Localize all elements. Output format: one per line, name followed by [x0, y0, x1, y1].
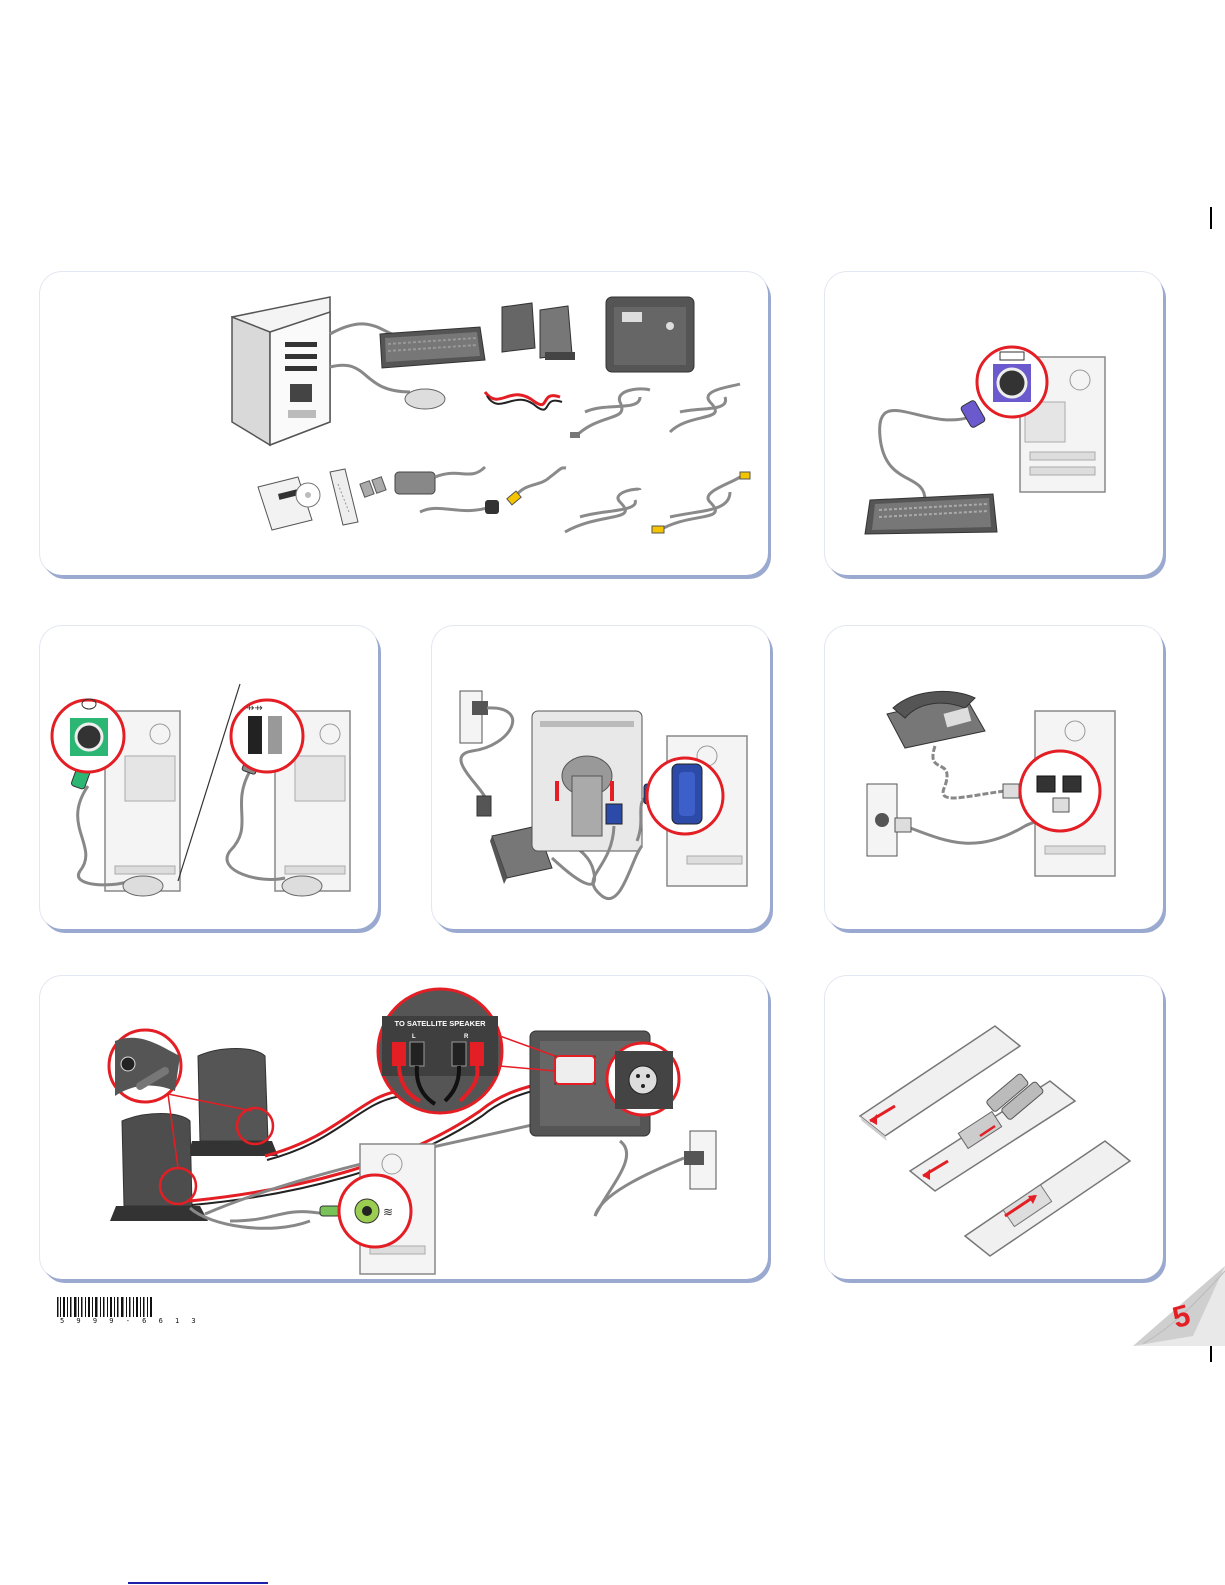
mouse-port-zoom-circle — [52, 699, 124, 772]
wall-jack-icon — [867, 784, 897, 856]
barcode — [57, 1297, 152, 1317]
satellite-speaker-label: TO SATELLITE SPEAKER — [395, 1019, 487, 1028]
panel-speakers: ≋ TO SATELLITE SPEAKER L R — [40, 976, 768, 1279]
panel-remote — [825, 976, 1163, 1279]
satellite-connector-zoom-circle: TO SATELLITE SPEAKER L R — [378, 989, 502, 1113]
pc-tower-icon — [232, 297, 330, 445]
ir-receiver-icon — [395, 467, 499, 514]
remote-closed-icon — [965, 1141, 1130, 1256]
barcode-number: 5 9 9 9 - 6 6 1 3 — [60, 1317, 200, 1325]
audio-cable-icon — [570, 389, 650, 438]
audio-out-zoom-circle: ≋ — [339, 1175, 411, 1247]
batteries-icon — [360, 477, 386, 498]
wall-outlet-icon — [684, 1131, 716, 1189]
speaker-input-zoom-circle — [109, 1030, 181, 1102]
ps2-keyboard-plug-icon — [960, 400, 986, 429]
vga-plug-icon — [606, 804, 622, 824]
keyboard-icon — [380, 327, 485, 368]
panel-components — [40, 272, 768, 575]
footer-link-line — [128, 1582, 268, 1584]
speakers-icon — [502, 303, 575, 360]
panel-mouse: ⇸⇸ — [40, 626, 378, 929]
components-illustration — [40, 272, 768, 575]
remote-control-icon — [330, 469, 358, 525]
subwoofer-icon — [606, 297, 694, 372]
mouse-connection-illustration: ⇸⇸ — [40, 626, 378, 929]
subwoofer-power-zoom-circle — [607, 1043, 679, 1115]
page-turn-corner[interactable]: 5 — [1133, 1266, 1225, 1346]
remote-batteries-illustration — [825, 976, 1163, 1279]
mouse-icon — [405, 389, 445, 409]
label-l: L — [412, 1034, 416, 1040]
vga-port-zoom-circle — [647, 758, 723, 834]
svg-text:⇸⇸: ⇸⇸ — [246, 703, 263, 714]
power-plug-icon — [477, 796, 491, 816]
monitor-connection-illustration — [432, 626, 770, 929]
phone-plug-pc-icon — [1003, 784, 1019, 798]
keyboard-icon — [865, 494, 997, 534]
usb-port-zoom-circle: ⇸⇸ — [231, 700, 303, 772]
wall-outlet-icon — [460, 691, 488, 743]
telephone-icon — [887, 691, 985, 748]
panel-monitor — [432, 626, 770, 929]
crop-mark-right-top — [1210, 207, 1212, 229]
modem-connection-illustration — [825, 626, 1163, 929]
svg-text:≋: ≋ — [383, 1205, 393, 1219]
panel-keyboard — [825, 272, 1163, 575]
mouse-left-icon — [123, 876, 163, 896]
mouse-right-icon — [282, 876, 322, 896]
monitor-back-icon — [532, 711, 642, 851]
s-video-cable-icon — [565, 489, 640, 532]
speaker-wire-icon — [485, 392, 562, 410]
phone-plug-wall-icon — [895, 818, 911, 832]
speakers-connection-illustration: ≋ TO SATELLITE SPEAKER L R — [40, 976, 768, 1279]
modem-port-zoom-circle — [1020, 751, 1100, 831]
panel-modem — [825, 626, 1163, 929]
phone-cable-icon — [670, 384, 740, 432]
composite-adapter-icon — [507, 468, 566, 505]
keyboard-port-zoom-circle — [977, 347, 1047, 417]
label-r: R — [464, 1034, 469, 1040]
documentation-icon — [258, 477, 320, 530]
rca-video-cable-icon — [652, 472, 750, 533]
keyboard-connection-illustration — [825, 272, 1163, 575]
